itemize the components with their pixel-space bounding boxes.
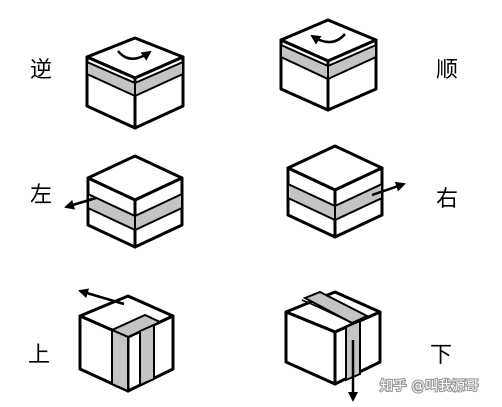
cube-up xyxy=(78,288,175,393)
column-band-side xyxy=(139,323,155,387)
rotation-arrow xyxy=(117,50,152,61)
column-band-front xyxy=(111,328,129,393)
cube-right xyxy=(286,144,406,239)
label-clockwise: 顺 xyxy=(436,58,458,83)
middle-layer-band-right xyxy=(334,182,383,222)
label-right: 右 xyxy=(436,187,458,212)
middle-layer-band-right xyxy=(134,192,183,232)
cube-counterclockwise xyxy=(85,36,185,130)
top-layer-band-right xyxy=(327,43,377,81)
direction-arrow xyxy=(371,181,406,197)
watermark: 知乎 @叫我源哥 xyxy=(380,378,479,394)
label-up: 上 xyxy=(28,343,50,368)
column-band-top-strip xyxy=(302,290,370,325)
label-counterclockwise: 逆 xyxy=(30,58,52,83)
top-layer-band-right xyxy=(134,60,184,98)
cube-clockwise xyxy=(279,18,378,112)
label-left: 左 xyxy=(30,183,52,208)
rotation-arrow xyxy=(310,33,346,45)
cube-down xyxy=(284,290,382,402)
direction-arrow xyxy=(78,288,125,306)
direction-arrow xyxy=(64,196,97,210)
cube-left xyxy=(64,154,184,249)
label-down: 下 xyxy=(430,343,452,368)
